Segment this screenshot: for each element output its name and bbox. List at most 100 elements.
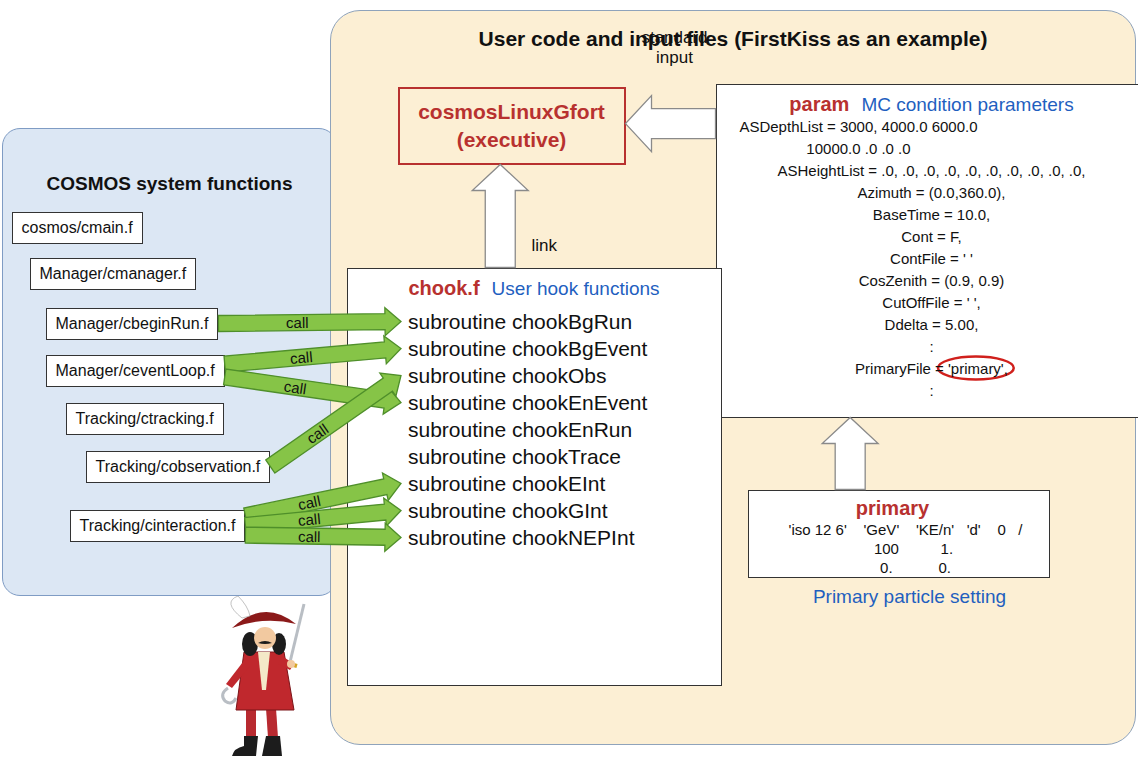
subroutine-name: subroutine chookBgEvent [408,335,647,362]
boot [262,736,282,756]
param-file-box: paramMC condition parametersASDepthList … [716,84,1138,418]
edge-label: call [304,421,331,446]
leg [266,708,278,738]
hook-subroutine: subroutine chookNEPInt [404,524,634,551]
panel-heading: COSMOS system functions [3,173,336,195]
shirt [258,652,270,690]
param-line: ASHeightList = .0, .0, .0, .0, .0, .0, .… [729,160,1135,182]
label: Manager/cbeginRun.f [56,315,209,333]
hair [242,632,258,656]
param-line: Azimuth = (0.0,360.0), [729,182,1135,204]
source-file-box: Tracking/ctracking.f [66,403,224,435]
source-file-box: Tracking/cobservation.f [86,451,271,483]
edge-label: call [283,378,307,396]
hook-subroutine: subroutine chookTrace [404,443,621,470]
param-line: PrimaryFile = 'primary', [729,358,1135,380]
sword-blade [290,604,304,662]
leg [246,708,256,738]
edge-label: call [297,493,322,512]
arm [226,658,250,688]
file-description: User hook functions [492,278,660,300]
param-line: : [729,380,1135,402]
param-line: CutOffFile = ' ', [729,292,1135,314]
call-arrow [224,336,401,372]
boot [232,736,258,756]
subroutine-name: subroutine chookEnEvent [408,389,647,416]
label: Tracking/cinteraction.f [80,517,236,535]
executable-box: cosmosLinuxGfort (executive) [398,87,626,165]
source-file-box: Tracking/cinteraction.f [70,510,246,542]
edge-label: link [531,236,557,256]
file-name: primary [856,497,929,520]
label: Manager/ceventLoop.f [56,362,215,380]
hook-subroutine: subroutine chookEInt [404,470,605,497]
primary-line: 0. 0. [759,558,1039,577]
hand [287,660,295,668]
call-arrow [266,373,401,473]
param-line: Cont = F, [729,226,1135,248]
param-line: ASDepthList = 3000, 4000.0 6000.0 10000.… [729,116,989,160]
sword-guard [283,662,297,666]
mustache [258,641,272,644]
highlight-ellipse [938,357,1014,380]
label: cosmos/cmain.f [22,219,133,237]
edge-label: call [289,349,313,366]
source-file-box: cosmos/cmain.f [12,212,143,244]
hook [223,688,236,703]
source-file-box: Manager/cbeginRun.f [46,308,219,340]
source-file-box: Manager/cmanager.f [30,258,197,290]
subroutine-name: subroutine chookNEPInt [408,524,634,551]
coat [236,652,294,710]
primary-line: 'iso 12 6' 'GeV' 'KE/n' 'd' 0 / [759,520,1039,539]
block-arrow [472,165,528,268]
face [254,627,276,649]
hook-subroutine: subroutine chookBgEvent [404,335,647,362]
subroutine-name: subroutine chookObs [408,362,606,389]
captain-figure [223,596,304,756]
hook-subroutine: subroutine chookObs [404,362,606,389]
label: Tracking/cobservation.f [96,458,261,476]
subroutine-name: subroutine chookGInt [408,497,608,524]
file-description: Primary particle setting [813,586,1006,608]
hook-subroutine: subroutine chookEnRun [404,416,632,443]
call-arrow [224,369,401,414]
param-line: ContFile = ' ' [729,248,1135,270]
param-line: CosZenith = (0.9, 0.9) [729,270,1135,292]
file-name: chook.f [408,277,479,300]
param-line: Ddelta = 5.00, [729,314,1135,336]
call-arrow [218,308,401,336]
primary-frame: primary'iso 12 6' 'GeV' 'KE/n' 'd' 0 /10… [748,490,1050,578]
hook-file-box: chook.f User hook functions subroutine cho… [347,268,722,686]
subroutine-name: subroutine chookEnRun [408,416,632,443]
primary-file-box: primary'iso 12 6' 'GeV' 'KE/n' 'd' 0 /10… [748,490,1050,608]
file-name: param [789,93,849,116]
block-arrow [626,96,716,152]
system-panel: COSMOS system functions cosmos/cmain.fMan… [2,128,337,596]
call-arrow [245,523,401,551]
block-arrow [822,418,878,490]
subroutine-name: subroutine chookEInt [408,470,605,497]
call-arrow [245,498,401,533]
call-arrow [244,473,401,524]
hair [272,633,286,655]
primary-line: 100 1. [759,539,1039,558]
executable-name: cosmosLinuxGfort (executive) [404,98,620,154]
subroutine-name: subroutine chookTrace [408,443,621,470]
edge-label: call [297,511,321,528]
hook-subroutine: subroutine chookBgRun [404,308,632,335]
param-line: : [729,336,1135,358]
edge-label: call [286,315,309,330]
label: Manager/cmanager.f [40,265,187,283]
hat [232,612,296,628]
param-line: BaseTime = 10.0, [729,204,1135,226]
hook-subroutine: subroutine chookEnEvent [404,389,647,416]
source-file-box: Manager/ceventLoop.f [46,355,225,387]
user-panel: User code and input files (FirstKiss as … [330,10,1136,745]
edge-label: call [298,528,321,543]
panel-heading: User code and input files (FirstKiss as … [331,27,1135,51]
label: Tracking/ctracking.f [76,410,214,428]
hook-subroutine: subroutine chookGInt [404,497,608,524]
arm [278,656,294,670]
feather [231,596,250,618]
subroutine-name: subroutine chookBgRun [408,308,632,335]
